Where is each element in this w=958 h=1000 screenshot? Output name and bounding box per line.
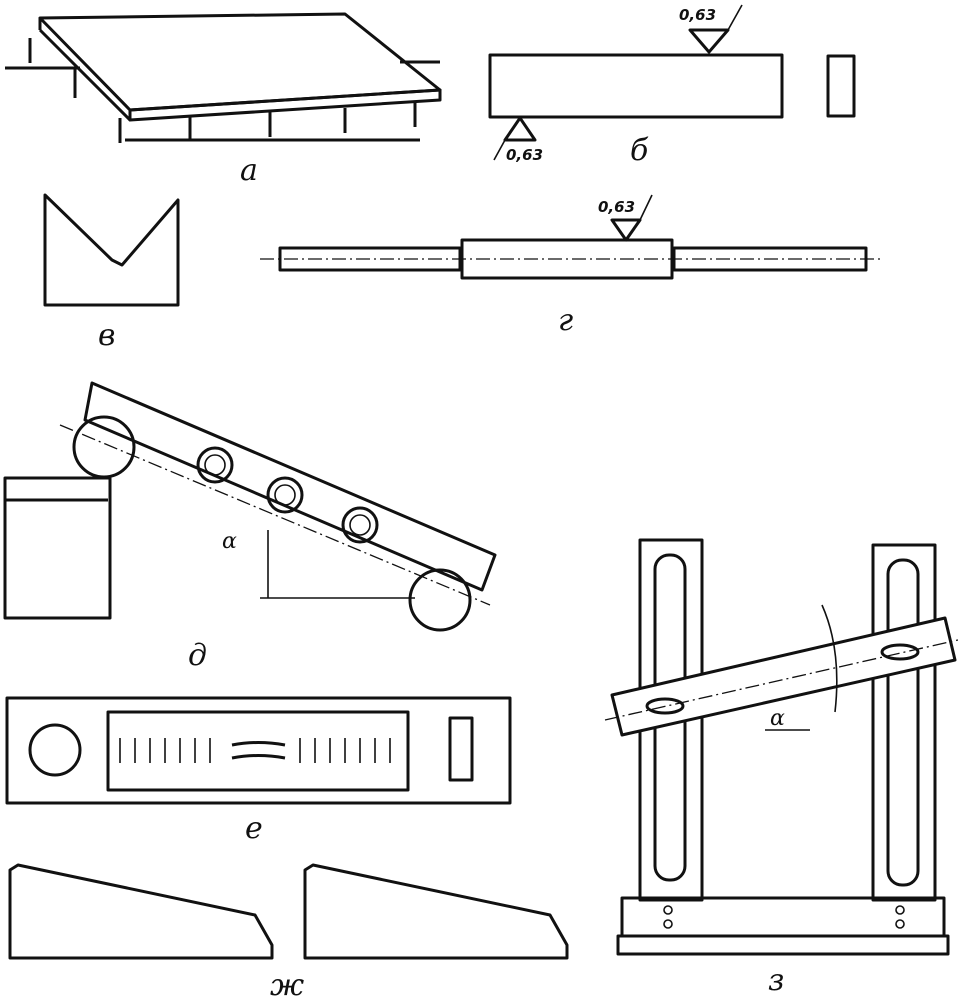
label-v: в (98, 318, 115, 353)
label-b: б (630, 133, 649, 168)
roughness-b-top: 0,63 (679, 6, 716, 24)
roughness-g-top: 0,63 (598, 198, 635, 216)
angle-d: α (222, 529, 237, 554)
roughness-b-bottom: 0,63 (506, 146, 543, 164)
label-d: д (188, 638, 207, 673)
angle-z: α (770, 706, 785, 731)
label-zh: ж (270, 968, 304, 1000)
v-block-v: в (43, 193, 180, 353)
level-e: е (5, 696, 512, 846)
wedges-zh: ж (8, 863, 569, 1000)
label-z: з (768, 963, 784, 998)
angle-fixture-z: α з (604, 538, 958, 998)
mandrel-g: 0,63 г (260, 194, 880, 338)
label-e: е (245, 811, 263, 846)
label-a: а (240, 153, 258, 188)
surface-plate-a: а (5, 12, 442, 188)
straight-edge-b: 0,63 0,63 б (488, 4, 856, 168)
label-g: г (558, 303, 573, 338)
sine-bar-d: α д (3, 381, 497, 673)
